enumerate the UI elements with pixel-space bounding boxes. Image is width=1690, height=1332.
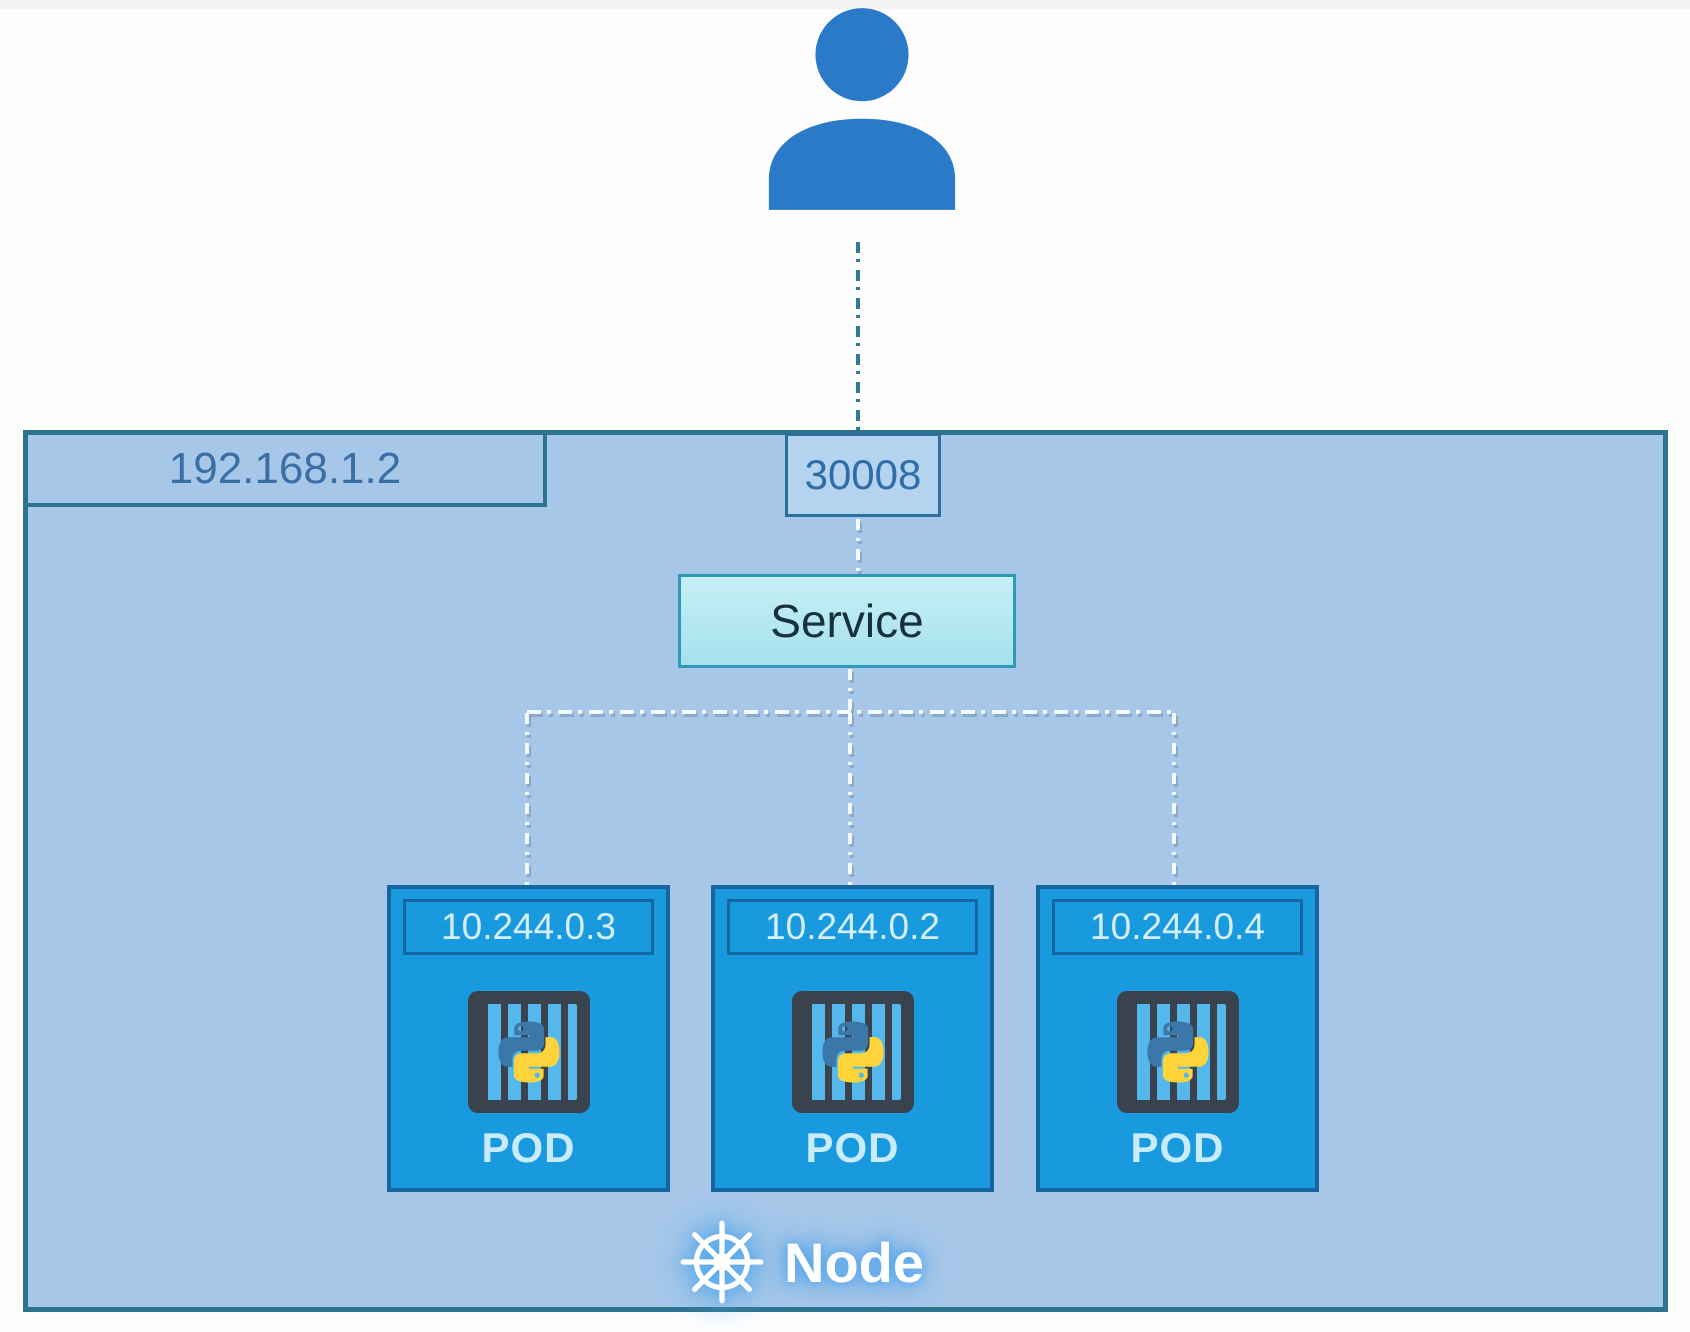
container-bars: [480, 1004, 577, 1100]
node-port-label: 30008: [804, 451, 922, 498]
node-ip-label: 192.168.1.2: [168, 443, 402, 493]
python-logo-icon: [1146, 1021, 1209, 1083]
pod-2-ip-label: 10.244.0.2: [765, 906, 940, 947]
kubernetes-wheel-icon: [680, 1220, 764, 1304]
pod-3: 10.244.0.4 POD: [1036, 885, 1319, 1192]
service-down-connector: [848, 669, 852, 710]
node-ip-box: 192.168.1.2: [23, 430, 547, 507]
python-container-icon: [791, 991, 914, 1113]
pod-1-ip-label: 10.244.0.3: [441, 906, 616, 947]
container-bars: [804, 1004, 901, 1100]
pod-1: 10.244.0.3 POD: [387, 885, 670, 1192]
pod-1-label: POD: [481, 1124, 576, 1171]
user-to-node-connector: [856, 242, 860, 430]
pod-3-ip-box: 10.244.0.4: [1052, 899, 1303, 955]
python-logo-icon: [497, 1021, 560, 1083]
service-box: Service: [678, 574, 1016, 668]
python-logo-icon: [821, 1021, 884, 1083]
pod-3-label: POD: [1130, 1124, 1225, 1171]
branch-middle-connector: [848, 713, 852, 885]
python-container-icon: [1116, 991, 1239, 1113]
port-to-service-connector: [856, 519, 860, 574]
pod-3-ip-label: 10.244.0.4: [1090, 906, 1265, 947]
node-footer: Node: [678, 1216, 924, 1308]
branch-left-connector: [525, 713, 529, 885]
pod-2: 10.244.0.2 POD: [711, 885, 994, 1192]
pod-2-label: POD: [805, 1124, 900, 1171]
pod-1-ip-box: 10.244.0.3: [403, 899, 654, 955]
container-bars: [1129, 1004, 1226, 1100]
branch-right-connector: [1172, 713, 1176, 885]
top-strip: [0, 0, 1690, 9]
python-container-icon: [467, 991, 590, 1113]
node-title: Node: [784, 1230, 924, 1294]
fanout-horizontal-connector: [527, 710, 1176, 714]
user-icon: [768, 8, 956, 210]
pod-2-ip-box: 10.244.0.2: [727, 899, 978, 955]
node-port-box: 30008: [785, 433, 941, 517]
service-label: Service: [770, 595, 924, 647]
